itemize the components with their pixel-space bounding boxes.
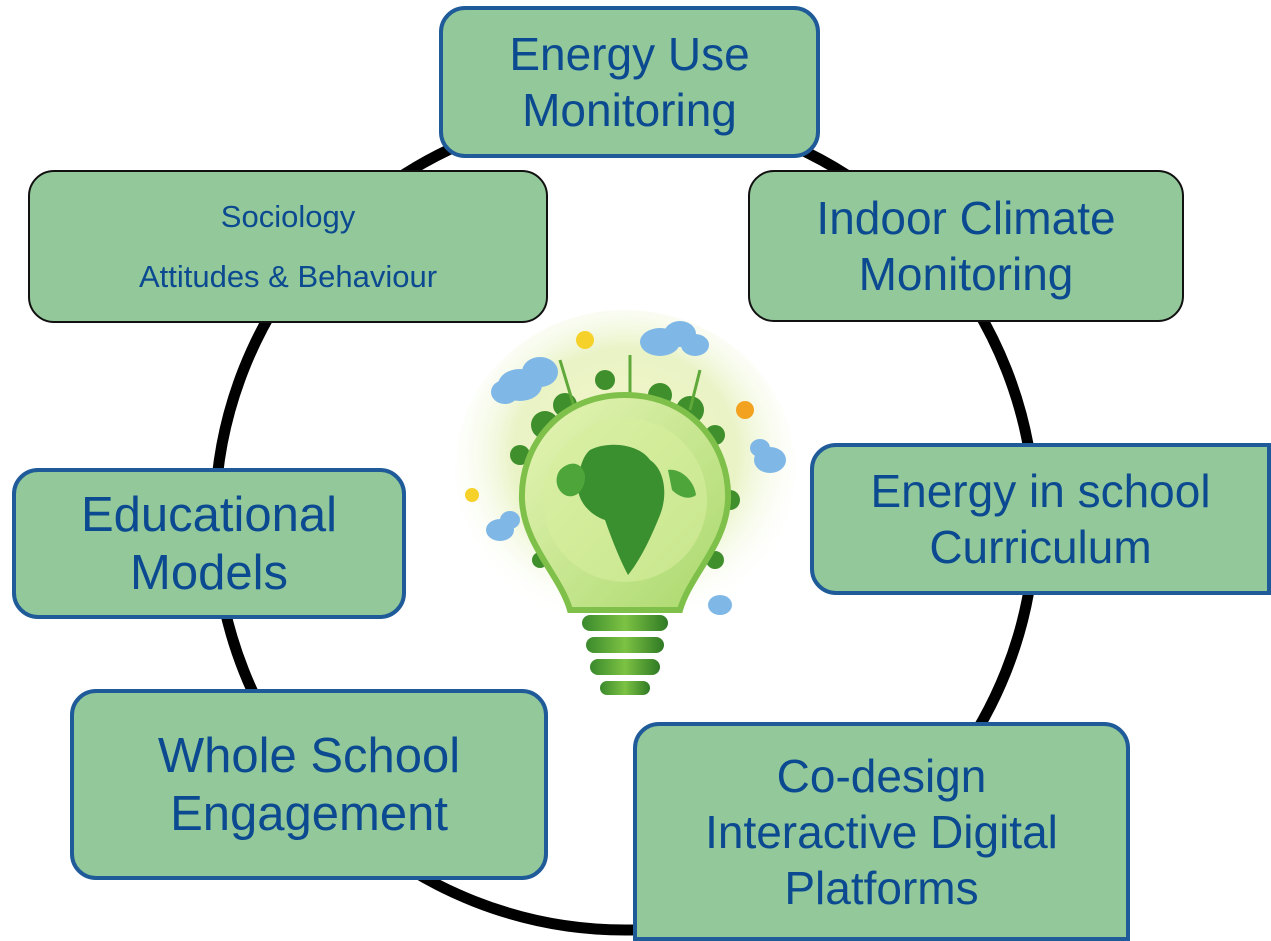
node-codesign-platforms: Co-design Interactive Digital Platforms (633, 722, 1130, 941)
node-indoor-climate-line2: Monitoring (858, 248, 1074, 300)
node-curriculum-line2: Curriculum (929, 521, 1152, 573)
node-codesign-line3: Platforms (784, 861, 979, 914)
node-whole-school-line2: Engagement (170, 786, 448, 841)
node-indoor-climate-line1: Indoor Climate (816, 192, 1116, 244)
node-energy-in-school-curriculum: Energy in school Curriculum (810, 443, 1271, 595)
node-curriculum-line1: Energy in school (870, 465, 1211, 517)
lightbulb-globe-illustration (455, 310, 795, 695)
node-energy-use-line2: Monitoring (522, 84, 737, 136)
node-educational-models: Educational Models (12, 468, 406, 619)
node-sociology-line1: Sociology (220, 198, 356, 234)
node-energy-use-monitoring: Energy Use Monitoring (439, 6, 820, 158)
node-codesign-line1: Co-design (776, 749, 987, 802)
node-whole-school-line1: Whole School (157, 728, 461, 783)
node-energy-use-line1: Energy Use (509, 28, 750, 80)
node-sociology: Sociology Attitudes & Behaviour (28, 170, 548, 323)
node-indoor-climate-monitoring: Indoor Climate Monitoring (748, 170, 1184, 322)
node-whole-school-engagement: Whole School Engagement (70, 689, 548, 880)
node-sociology-line2: Attitudes & Behaviour (138, 258, 438, 294)
node-educational-line1: Educational (80, 487, 338, 542)
node-educational-line2: Models (130, 545, 288, 600)
node-codesign-line2: Interactive Digital (705, 805, 1058, 858)
